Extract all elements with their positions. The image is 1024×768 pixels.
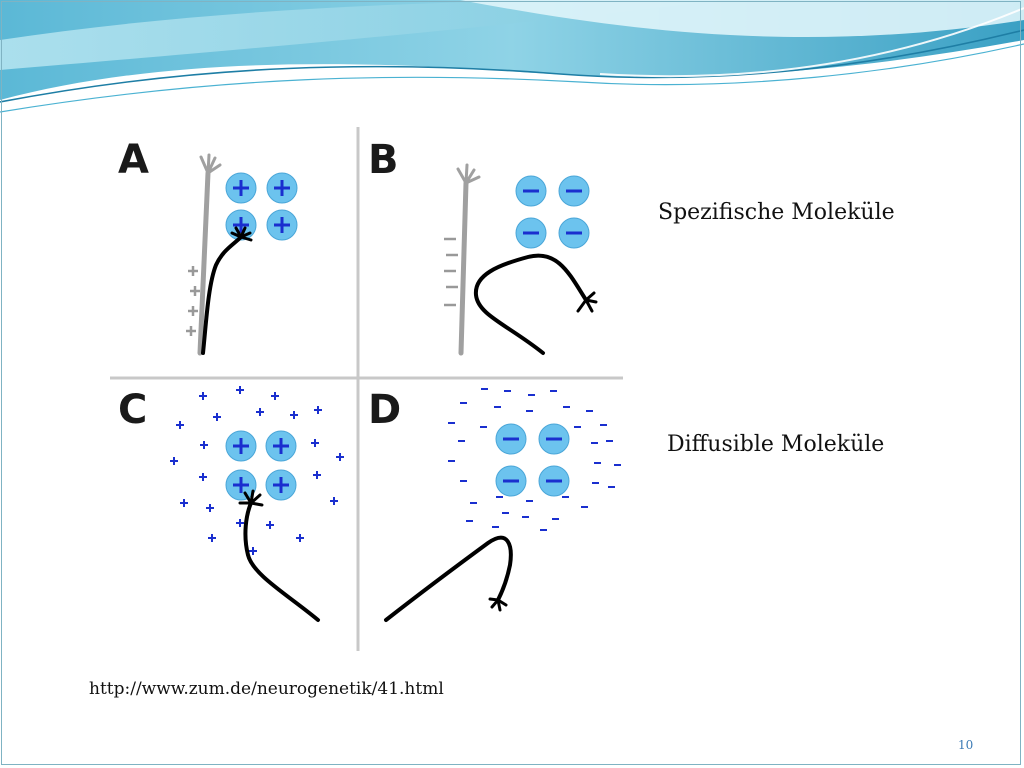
repellent-molecules [515,175,590,249]
panel-label-a: A [118,137,149,183]
guidepost-cell [197,153,222,356]
attractant-molecules [225,172,298,241]
axon [201,226,253,355]
caption-specific-molecules: Spezifische Moleküle [658,200,895,225]
panel-a: A [118,137,298,356]
panel-c: C [118,386,344,622]
repellent-molecules [495,423,570,497]
surface-charges [186,266,200,336]
axon [238,489,320,622]
panel-d: D [368,387,621,622]
caption-diffusible-molecules: Diffusible Moleküle [667,432,885,457]
attractant-molecules [225,430,297,501]
page-number: 10 [958,738,974,752]
diffusing-charges [448,388,621,531]
guidepost-cell [456,163,481,356]
panel-label-c: C [118,387,147,433]
source-link[interactable]: http://www.zum.de/neurogenetik/41.html [89,679,444,699]
axon [473,253,598,355]
quadrant-dividers [110,127,623,651]
surface-charges [444,237,458,307]
diffusing-charges [170,386,344,555]
header-wave-banner [0,0,1024,113]
panel-b: B [368,137,598,356]
panel-label-b: B [368,137,399,183]
axon [384,535,513,622]
panel-label-d: D [368,387,401,433]
axon-guidance-figure: A B [110,127,623,651]
